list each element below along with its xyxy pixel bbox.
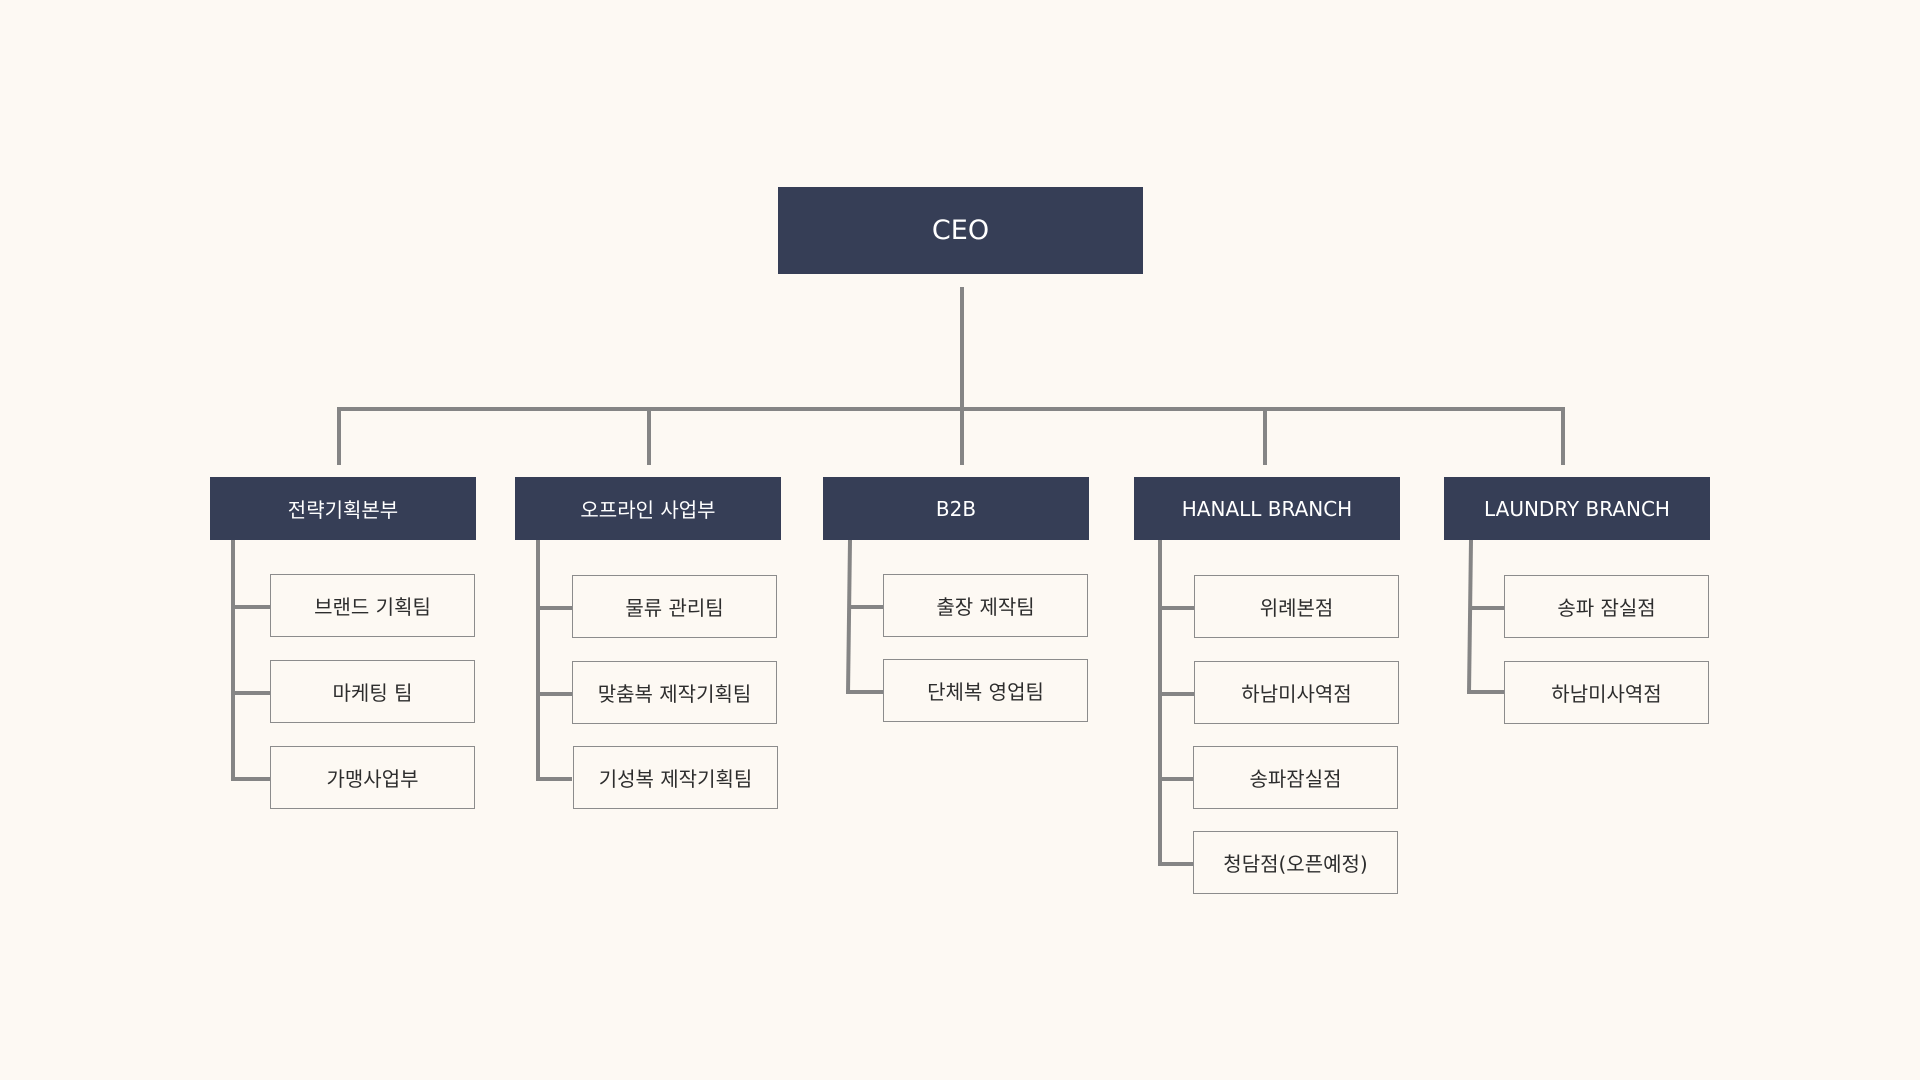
team-node: 청담점(오픈예정) [1193, 831, 1398, 894]
team-node: 기성복 제작기획팀 [573, 746, 778, 809]
dept-laundry-branch: LAUNDRY BRANCH [1444, 477, 1710, 540]
team-node: 하남미사역점 [1194, 661, 1399, 724]
dept-b2b: B2B [823, 477, 1089, 540]
team-node: 가맹사업부 [270, 746, 475, 809]
team-node: 브랜드 기획팀 [270, 574, 475, 637]
team-node: 출장 제작팀 [883, 574, 1088, 637]
dept-strategy-planning: 전략기획본부 [210, 477, 476, 540]
ceo-node: CEO [778, 187, 1143, 274]
team-node: 송파 잠실점 [1504, 575, 1709, 638]
team-node: 물류 관리팀 [572, 575, 777, 638]
team-node: 마케팅 팀 [270, 660, 475, 723]
team-node: 하남미사역점 [1504, 661, 1709, 724]
team-node: 위례본점 [1194, 575, 1399, 638]
team-spine-connector [1467, 539, 1473, 695]
team-node: 맞춤복 제작기획팀 [572, 661, 777, 724]
dept-hanall-branch: HANALL BRANCH [1134, 477, 1400, 540]
team-node: 송파잠실점 [1193, 746, 1398, 809]
team-node: 단체복 영업팀 [883, 659, 1088, 722]
team-spine-connector [846, 539, 852, 695]
dept-offline-business: 오프라인 사업부 [515, 477, 781, 540]
